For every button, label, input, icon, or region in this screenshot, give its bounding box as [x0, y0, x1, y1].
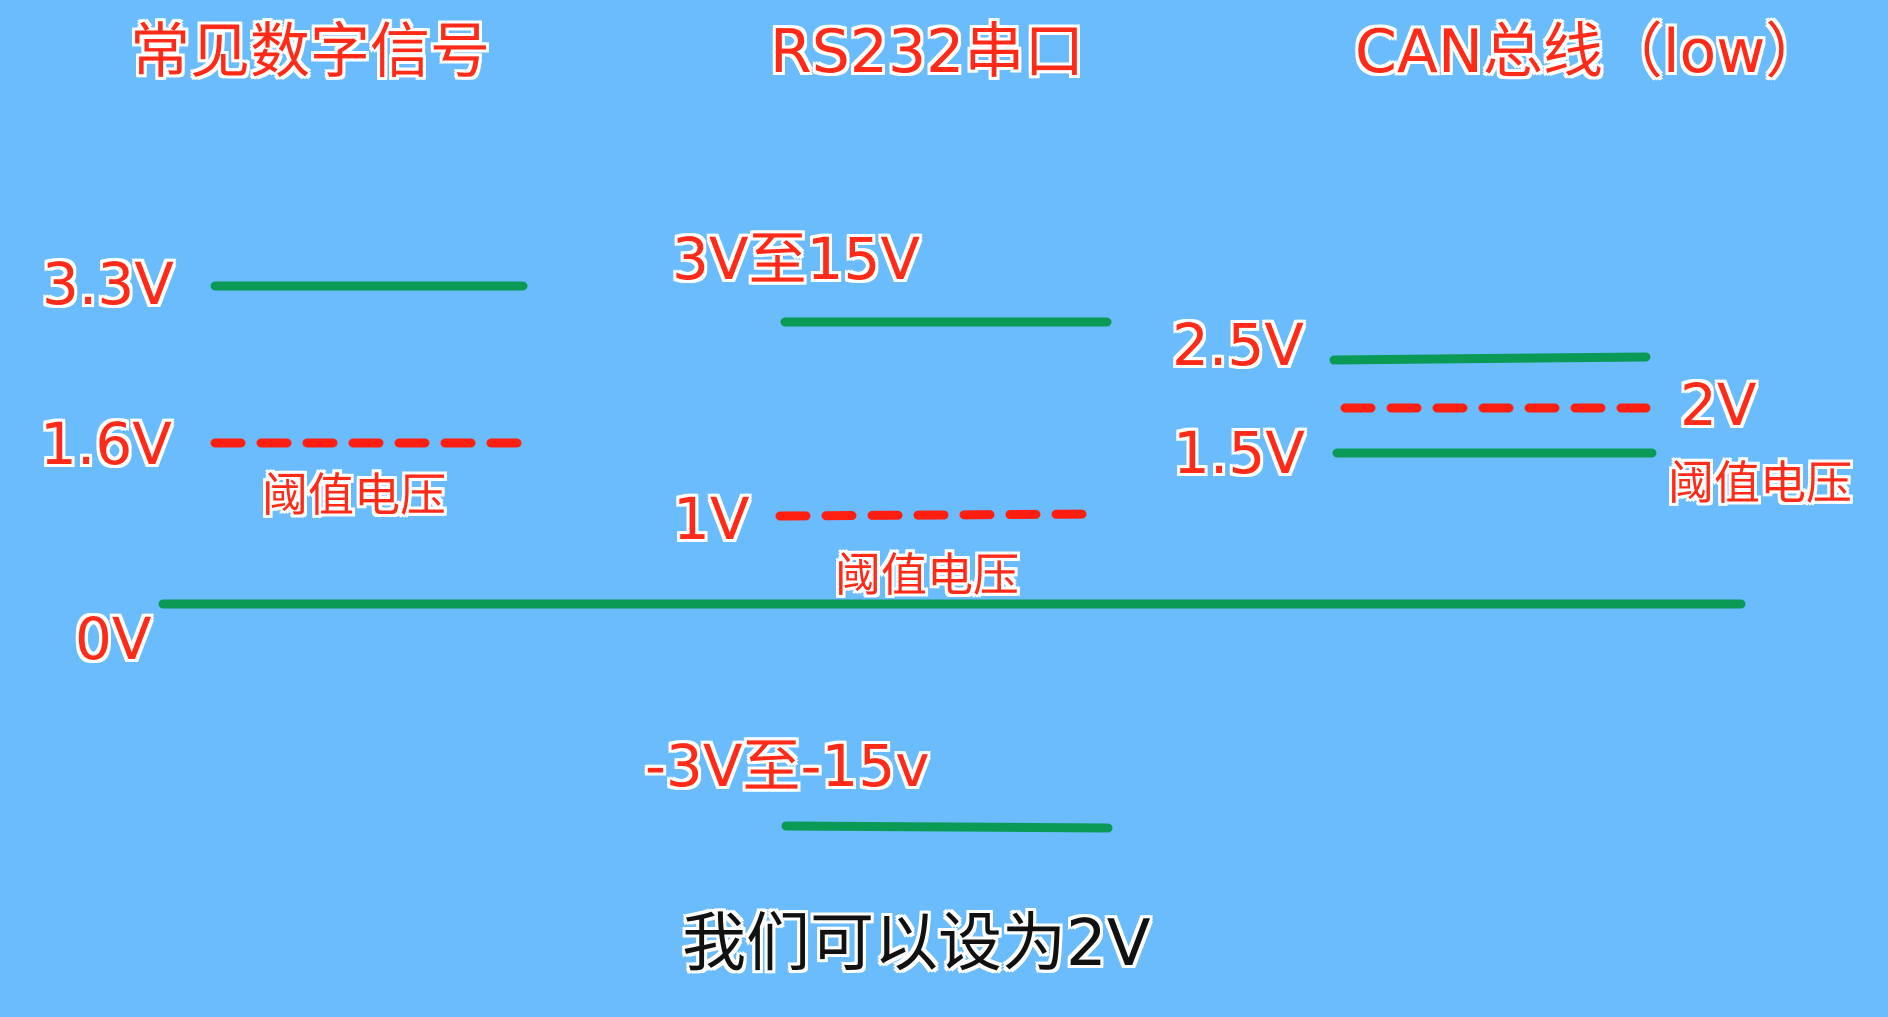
- rs232-high-label: 3V至15V: [672, 225, 921, 293]
- digital-threshold-label: 1.6V: [40, 410, 172, 478]
- digital-threshold-caption: 阈值电压: [262, 468, 446, 522]
- can-high-line: [1329, 352, 1651, 365]
- zero-volt-label: 0V: [75, 605, 152, 673]
- can-high-label: 2.5V: [1172, 311, 1304, 379]
- rs232-threshold-line: [775, 509, 1102, 521]
- can-threshold-label: 2V: [1680, 371, 1757, 439]
- title-digital-signal: 常见数字信号: [130, 17, 490, 87]
- subtitle-caption: 我们可以设为2V: [682, 907, 1151, 981]
- can-low-label: 1.5V: [1173, 419, 1305, 487]
- digital-high-label: 3.3V: [42, 250, 174, 318]
- rs232-threshold-caption: 阈值电压: [835, 548, 1019, 602]
- title-rs232: RS232串口: [770, 17, 1085, 87]
- rs232-low-label: -3V至-15v: [645, 732, 930, 800]
- title-can-low: CAN总线（low）: [1355, 17, 1826, 87]
- can-threshold-caption: 阈值电压: [1668, 456, 1852, 510]
- rs232-low-line: [781, 821, 1113, 833]
- rs232-threshold-label: 1V: [673, 485, 750, 553]
